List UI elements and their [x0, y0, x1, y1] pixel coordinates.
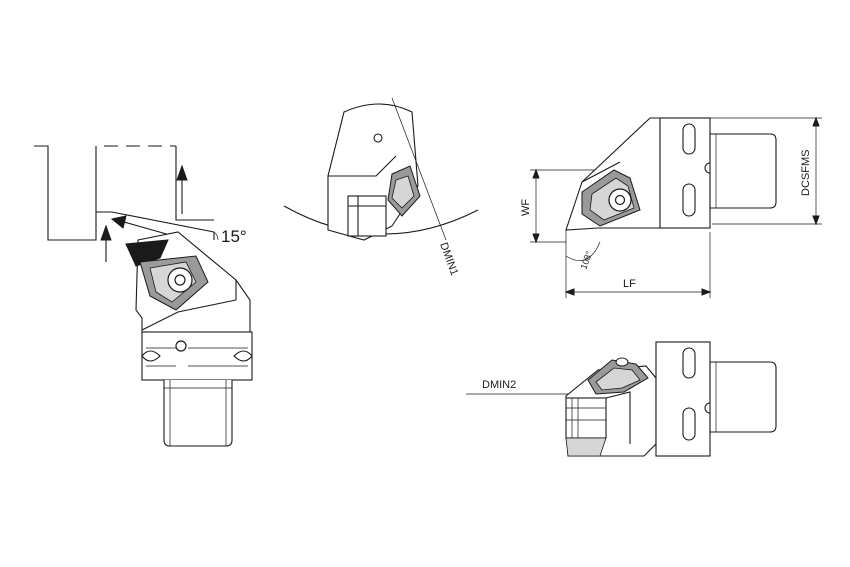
dmin1-label: DMIN1 [437, 241, 460, 277]
lf-arrow-left [564, 288, 575, 296]
wf-label: WF [520, 199, 532, 216]
cut-edge-line [96, 211, 215, 233]
pocket-block-side [565, 397, 607, 439]
body-bevel [581, 161, 621, 183]
side-view: DMIN2 [466, 341, 777, 457]
chip-breaker-dark [125, 239, 169, 267]
screw-side-icon [615, 357, 629, 367]
insert-side-face [595, 367, 641, 391]
front-view: 15° [34, 145, 253, 447]
clamp-notch-left [141, 350, 161, 362]
clamp-unit [141, 331, 253, 381]
dmin2-label: DMIN2 [482, 379, 516, 391]
feed-arrow-up-right [176, 164, 188, 214]
slot-bottom [682, 183, 696, 217]
holder-hole [373, 133, 383, 143]
angle-arc-108 [565, 241, 601, 261]
dcsfms-label: DCSFMS [800, 150, 812, 196]
angle-108-label: 108° [578, 249, 594, 270]
body-edge [328, 155, 397, 177]
holder-head-edge [141, 299, 237, 331]
screw-head-top-icon [614, 194, 626, 206]
workpiece-step [175, 146, 214, 221]
insert-detail-face [391, 175, 415, 209]
feed-arrow-diagonal [110, 215, 171, 236]
pocket-side-lines [566, 398, 606, 438]
angle-15-label: 15° [221, 227, 247, 246]
lf-label: LF [623, 278, 636, 290]
lf-arrow-right [701, 288, 712, 296]
dcsfms-arrow-bottom [812, 215, 820, 226]
head-edge-side [605, 391, 631, 444]
head-base-shade [565, 437, 607, 457]
angle-arc-15 [213, 231, 219, 241]
dcsfms-arrow-top [812, 116, 820, 127]
clamp-unit-side [655, 341, 711, 457]
clamp-notch-right [233, 350, 253, 362]
clamp-slot-lines [146, 347, 248, 367]
slot-side-top [682, 347, 696, 379]
screw-head-icon [174, 274, 186, 286]
shank-top [709, 133, 777, 209]
dmin1-leader [391, 97, 447, 241]
shank-side [709, 361, 777, 433]
feed-arrow-up-left [100, 224, 112, 262]
tool-shank [163, 380, 233, 447]
pocket-lines [348, 196, 386, 236]
wf-arrow-top [532, 168, 540, 179]
top-view: WF DCSFMS 108° LF [520, 116, 822, 298]
workpiece-outline [34, 145, 97, 241]
shank-detail-lines [164, 380, 232, 446]
pocket-block [347, 195, 387, 237]
detail-view-dmin1: DMIN1 [283, 97, 479, 277]
slot-top [682, 123, 696, 155]
clamp-pin [175, 340, 187, 352]
wf-arrow-bottom [532, 233, 540, 244]
slot-side-bottom [682, 407, 696, 441]
